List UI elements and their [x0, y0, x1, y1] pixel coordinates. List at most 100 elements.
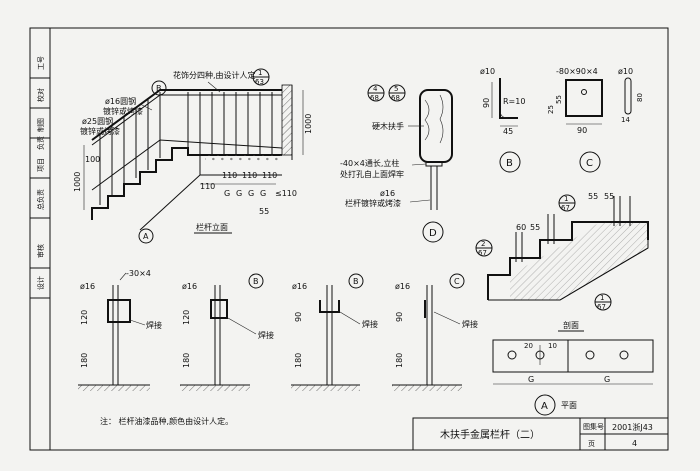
- elevation-caption: 栏杆立面: [196, 222, 228, 232]
- detail-c: -80×90×4 ø10 25 55 90 80 14 C: [547, 67, 644, 173]
- dim-le110: ≤110: [275, 189, 297, 198]
- d4-ref: C: [454, 277, 460, 286]
- b-phi10: ø10: [480, 67, 495, 76]
- round25-sub: 镀锌或烤漆: [80, 126, 120, 136]
- d2-phi: ø16: [182, 282, 197, 291]
- title-block: 木扶手金属栏杆（二） 图集号 2001浙J43 页 4: [412, 417, 669, 451]
- c-dim25: 25: [547, 105, 555, 114]
- sec-dim55b: 55: [604, 192, 614, 201]
- detail-b: ø10 R=10 90 45 B: [480, 67, 525, 173]
- d3-ref: B: [353, 277, 359, 286]
- b-dim90: 90: [482, 98, 491, 108]
- base-detail-2: ø16 B 120 180 焊接: [180, 273, 274, 391]
- ref-top-num: 1: [258, 69, 262, 77]
- ref-top-page: 63: [255, 78, 264, 86]
- d3-weld: 焊接: [362, 319, 378, 329]
- d2-dim180: 180: [182, 353, 191, 368]
- d-ref2-page: 68: [391, 94, 400, 102]
- d4-phi: ø16: [395, 282, 410, 291]
- sec-ref-top-page: 67: [561, 204, 570, 212]
- sec-ref-left-num: 2: [481, 240, 485, 248]
- b-tag: B: [506, 158, 513, 169]
- railing-elevation: 1000 1000 100 ø16圆钢 镀锌或烤漆 ø25圆钢 镀锌或烤漆 花饰…: [73, 68, 313, 244]
- dim-55: 55: [259, 207, 269, 216]
- sec-ref-top-num: 1: [564, 195, 568, 203]
- section-view: 1 67 2 67 1 67 55 55 60 55 剖面: [475, 192, 649, 332]
- d2-dim120: 120: [182, 310, 191, 325]
- sidebar: 设计 审核 总负责 项目 负责 制图 校对 工号: [29, 27, 51, 451]
- d4-dim180: 180: [395, 353, 404, 368]
- c-dim80: 80: [636, 93, 644, 102]
- d3-dim90: 90: [294, 312, 303, 322]
- d2-weld: 焊接: [258, 330, 274, 340]
- sec-ref-bottom-num: 1: [600, 294, 604, 302]
- round16-label: ø16圆钢: [105, 96, 136, 106]
- dim-g: G: [236, 189, 242, 198]
- dim-110: 110: [262, 171, 277, 180]
- sec-dim60: 60: [516, 223, 526, 232]
- sec-ref-left-page: 67: [478, 249, 487, 257]
- dim-g: G: [248, 189, 254, 198]
- d1-dim180: 180: [80, 353, 89, 368]
- plan-tag: A: [541, 401, 548, 412]
- sidebar-cell: 设计: [36, 276, 45, 290]
- flower-note: 花饰分四种,由设计人定: [173, 70, 256, 80]
- sidebar-cell: 工号: [37, 56, 45, 70]
- dim-g: G: [260, 189, 266, 198]
- flat-bar-label: -40×4通长,立柱: [340, 158, 399, 168]
- c-dim55: 55: [555, 95, 563, 104]
- wood-handrail-label: 硬木扶手: [372, 121, 404, 131]
- page-label: 页: [588, 440, 595, 448]
- sidebar-cell: 制图: [36, 118, 45, 132]
- atlas-label: 图集号: [583, 422, 604, 431]
- d2-ref: B: [253, 277, 259, 286]
- base-detail-3: ø16 B 90 180 焊接: [291, 273, 378, 391]
- handrail-detail-d: 4 68 5 68 硬木扶手 -40×4通长,立柱 处打孔自上面焊牢 ø16 栏…: [340, 84, 453, 243]
- plan-caption: 平面: [561, 401, 577, 410]
- plan-dim-g2: G: [604, 375, 610, 384]
- d-ref1-page: 68: [370, 94, 379, 102]
- d4-dim90: 90: [395, 312, 404, 322]
- d-phi16: ø16: [380, 189, 395, 198]
- plan-view: 20 10 G G A 平面: [492, 339, 654, 416]
- c-tag: C: [586, 158, 593, 169]
- d1-dim120: 120: [80, 310, 89, 325]
- flat-bar-label2: 处打孔自上面焊牢: [340, 169, 404, 179]
- drawing-title: 木扶手金属栏杆（二）: [440, 428, 540, 441]
- d3-dim180: 180: [294, 353, 303, 368]
- round16-sub: 镀锌或烤漆: [103, 106, 143, 116]
- base-detail-1: ø16 -30×4 120 180 焊接: [78, 269, 162, 391]
- footnote: 注： 栏杆油漆品种,颜色由设计人定。: [100, 416, 233, 426]
- sidebar-cell: 校对: [36, 88, 45, 102]
- d1-phi: ø16: [80, 282, 95, 291]
- d4-weld: 焊接: [462, 319, 478, 329]
- sidebar-cell: 总负责: [36, 189, 45, 210]
- sidebar-cell: 项目: [37, 158, 45, 172]
- d1-weld: 焊接: [146, 320, 162, 330]
- section-caption: 剖面: [563, 320, 579, 330]
- sec-dim55c: 55: [530, 223, 540, 232]
- round25-label: ø25圆钢: [82, 116, 113, 126]
- c-plate: -80×90×4: [556, 67, 598, 76]
- ref-a-label: A: [143, 232, 149, 241]
- b-dim45: 45: [503, 127, 513, 136]
- atlas-value: 2001浙J43: [612, 422, 653, 432]
- dim-1000-right: 1000: [304, 114, 313, 134]
- d-tag: D: [429, 228, 437, 239]
- d3-phi: ø16: [292, 282, 307, 291]
- dim-110: 110: [200, 182, 215, 191]
- d-ref2-num: 5: [394, 85, 398, 93]
- plan-dim20: 20: [524, 342, 533, 350]
- d-ref1-num: 4: [373, 85, 378, 93]
- sidebar-cell: 审核: [36, 244, 45, 258]
- sec-ref-bottom-page: 67: [597, 303, 606, 311]
- c-dim14: 14: [621, 116, 630, 124]
- plan-dim-g1: G: [528, 375, 534, 384]
- d-phi16-sub: 栏杆镀锌或烤漆: [345, 198, 401, 208]
- sec-dim55a: 55: [588, 192, 598, 201]
- c-dim90: 90: [577, 126, 587, 135]
- dim-110: 110: [242, 171, 257, 180]
- dim-110: 110: [222, 171, 237, 180]
- page-value: 4: [632, 439, 637, 448]
